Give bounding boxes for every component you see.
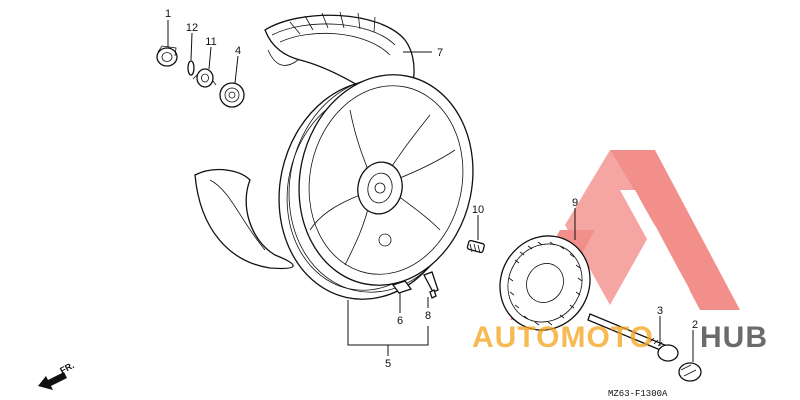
watermark-word-hub: HUB: [700, 321, 768, 354]
dust-seal-part: [156, 45, 178, 67]
label-10: 10: [472, 204, 484, 216]
label-7: 7: [437, 47, 443, 59]
watermark-word-automoto: AUTOMOTO: [472, 321, 654, 354]
valve-cap-part: [391, 280, 413, 294]
axle-cap-part: [678, 362, 702, 382]
label-12: 12: [186, 22, 198, 34]
rim-band: [194, 168, 294, 270]
label-1: 1: [165, 8, 171, 20]
direction-label: FR.: [58, 360, 75, 376]
callout-labels: 1 12 11 4 7 10 9 3 2 6 8 5: [165, 8, 698, 370]
wheel-rim: [278, 74, 474, 300]
figure-code: MZ63-F1300A: [608, 389, 668, 399]
front-direction-indicator: FR.: [38, 360, 76, 390]
arrow-icon: [38, 372, 67, 390]
leader-lines: [167, 20, 694, 362]
watermark-text: AUTOMOTO HUB: [472, 321, 768, 354]
label-4: 4: [235, 45, 241, 57]
label-11: 11: [205, 36, 216, 48]
valve-part: [423, 271, 439, 299]
label-8: 8: [425, 310, 431, 322]
label-9: 9: [572, 197, 578, 209]
label-6: 6: [397, 315, 403, 327]
brake-disc-part: [499, 235, 591, 331]
bearing-part: [219, 82, 245, 108]
label-5: 5: [385, 358, 391, 370]
axle-part: [587, 313, 679, 362]
collar-part: [192, 68, 217, 88]
disc-bolt-part: [466, 239, 485, 254]
label-2: 2: [692, 319, 698, 331]
o-ring-part: [187, 60, 195, 76]
label-3: 3: [657, 305, 663, 317]
